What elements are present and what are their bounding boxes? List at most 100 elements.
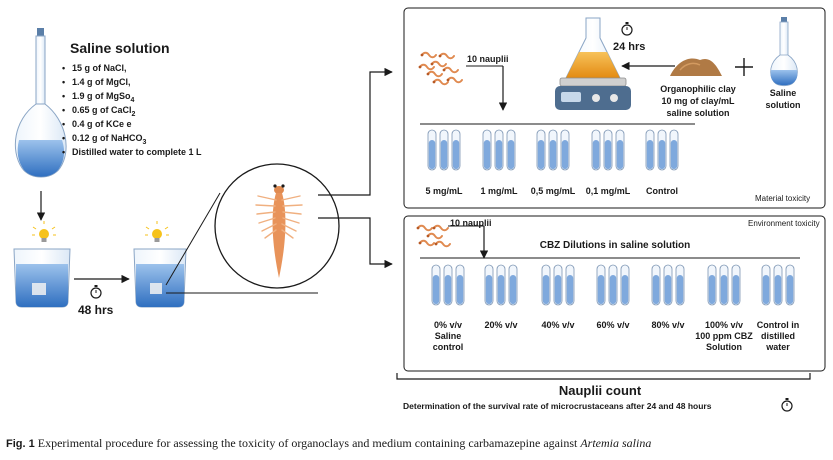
material-concentration-label: 1 mg/mL: [480, 186, 518, 196]
saline-ingredient: 0.4 g of KCe e: [62, 118, 131, 131]
test-tube-icon: [494, 129, 504, 171]
nauplius-icon: [255, 184, 303, 278]
test-tube-icon: [506, 129, 516, 171]
test-tube-icon: [443, 264, 453, 306]
test-tube-icon: [651, 264, 661, 306]
clay-label-line3: saline solution: [666, 108, 730, 118]
material-concentration-label: 0,1 mg/mL: [585, 186, 631, 196]
bulb-icon: [145, 221, 169, 242]
environment-dilution-label: 20% v/v: [467, 320, 535, 331]
test-tube-icon: [675, 264, 685, 306]
saline-ingredient: Distilled water to complete 1 L: [62, 146, 201, 159]
saline-label-line2: solution: [765, 100, 801, 110]
figure-caption: Fig. 1 Experimental procedure for assess…: [6, 436, 651, 451]
nauplii-group-icon: [417, 51, 463, 86]
clay-label-line2: 10 mg of clay/mL: [661, 96, 735, 106]
saline-ingredient: 1.4 g of MgCl,: [62, 76, 130, 89]
test-tube-icon: [553, 264, 563, 306]
test-tube-icon: [645, 129, 655, 171]
nauplii-group-icon: [415, 224, 451, 248]
material-corner-label: Material toxicity: [755, 194, 811, 203]
env-nauplii-label: 10 nauplii: [450, 218, 492, 228]
test-tube-icon: [657, 129, 667, 171]
test-tube-icon: [707, 264, 717, 306]
dilution-label-line: Solution: [706, 342, 742, 352]
stopwatch-icon: [621, 22, 633, 36]
incubation-label: 48 hrs: [78, 303, 114, 317]
environment-dilution-label: 40% v/v: [524, 320, 592, 331]
bulb-icon: [32, 221, 56, 242]
test-tube-icon: [508, 264, 518, 306]
dilutions-title: CBZ Dilutions in saline solution: [539, 240, 691, 251]
environment-tube-set: [431, 264, 795, 306]
test-tube-icon: [761, 264, 771, 306]
material-time-label: 24 hrs: [613, 41, 646, 53]
test-tube-icon: [719, 264, 729, 306]
test-tube-icon: [785, 264, 795, 306]
beaker-icon: [133, 248, 187, 308]
test-tube-icon: [484, 264, 494, 306]
environment-dilution-label: 60% v/v: [579, 320, 647, 331]
dilution-label-line: 100% v/v: [704, 320, 744, 330]
dilution-label-line: 60% v/v: [596, 320, 630, 330]
beaker-icon: [13, 248, 71, 308]
to-environment-arrow: [318, 217, 393, 269]
figure-species: Artemia salina: [580, 436, 652, 450]
saline-ingredient: 0.12 g of NaHCO3: [62, 132, 146, 149]
material-nauplii-label: 10 nauplii: [467, 54, 509, 64]
test-tube-icon: [663, 264, 673, 306]
saline-title: Saline solution: [70, 40, 170, 56]
test-tube-icon: [541, 264, 551, 306]
stopwatch-icon: [90, 285, 102, 299]
test-tube-icon: [451, 129, 461, 171]
test-tube-icon: [596, 264, 606, 306]
nauplii-count-title: Nauplii count: [558, 383, 642, 398]
nauplii-count-subtitle: Determination of the survival rate of mi…: [403, 401, 712, 411]
volumetric-flask-icon: [14, 28, 67, 178]
test-tube-icon: [431, 264, 441, 306]
dilution-label-line: 100 ppm CBZ: [695, 331, 753, 341]
test-tube-icon: [455, 264, 465, 306]
figure-caption-text: Experimental procedure for assessing the…: [37, 436, 578, 450]
test-tube-icon: [427, 129, 437, 171]
environment-toxicity-panel: [403, 215, 826, 372]
saline-ingredient: 1.9 g of MgSo4: [62, 90, 134, 107]
test-tube-icon: [731, 264, 741, 306]
material-toxicity-panel: [403, 7, 826, 209]
dilution-label-line: 40% v/v: [541, 320, 575, 330]
zoom-line: [165, 192, 221, 286]
test-tube-icon: [615, 129, 625, 171]
clay-label-line1: Organophilic clay: [660, 84, 736, 94]
environment-corner-label: Environment toxicity: [748, 219, 820, 228]
dilution-label-line: Control in: [756, 320, 800, 330]
test-tube-icon: [548, 129, 558, 171]
dilution-label-line: Saline: [434, 331, 462, 341]
stopwatch-icon: [781, 398, 793, 412]
dilution-label-line: control: [432, 342, 464, 352]
plus-sign: [735, 58, 753, 76]
test-tube-icon: [560, 129, 570, 171]
test-tube-icon: [608, 264, 618, 306]
saline-ingredient: 0.65 g of CaCl2: [62, 104, 135, 121]
dilution-label-line: water: [766, 342, 790, 352]
test-tube-icon: [565, 264, 575, 306]
dilution-label-line: 20% v/v: [484, 320, 518, 330]
test-tube-icon: [591, 129, 601, 171]
saline-label-line1: Saline: [769, 88, 797, 98]
environment-dilution-label: 80% v/v: [634, 320, 702, 331]
test-tube-icon: [439, 129, 449, 171]
test-tube-icon: [773, 264, 783, 306]
material-concentration-label: Control: [646, 186, 678, 196]
magnetic-stirrer-icon: [555, 17, 631, 110]
figure-number: Fig. 1: [6, 438, 35, 450]
material-concentration-label: 0,5 mg/mL: [530, 186, 576, 196]
test-tube-icon: [669, 129, 679, 171]
volumetric-flask-icon: [770, 17, 798, 87]
material-concentration-label: 5 mg/mL: [425, 186, 463, 196]
test-tube-icon: [603, 129, 613, 171]
test-tube-icon: [482, 129, 492, 171]
